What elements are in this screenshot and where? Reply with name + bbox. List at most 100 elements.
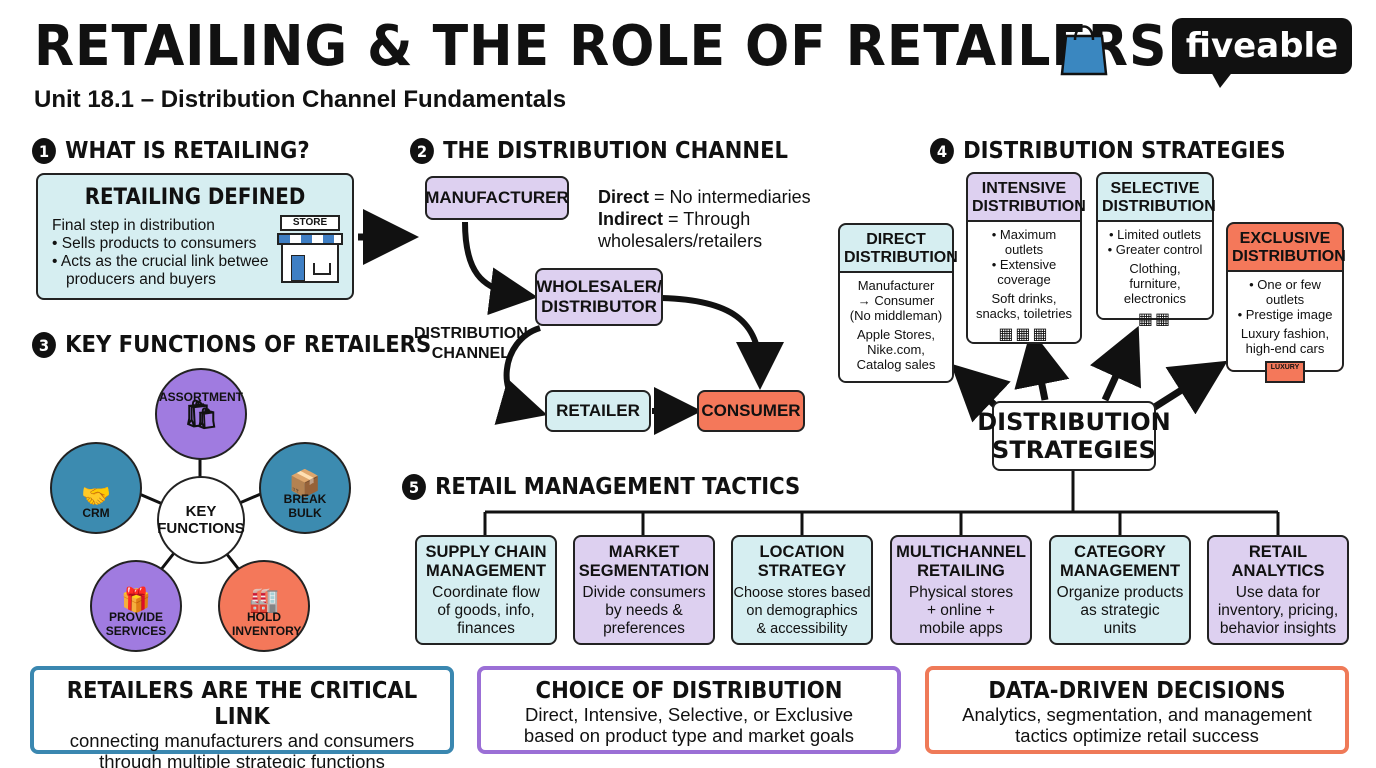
section-heading-text: WHAT IS RETAILING?: [65, 138, 310, 164]
boxes-icon: 📦: [288, 468, 322, 498]
section-heading-text: RETAIL MANAGEMENT TACTICS: [435, 474, 801, 500]
footer-text: Direct, Intensive, Selective, or Exclusi…: [525, 704, 853, 725]
strategy-body: • Maximum outlets • Extensive coverage S…: [968, 220, 1080, 343]
footer-text: based on product type and market goals: [523, 725, 855, 746]
retailing-defined-text: Final step in distribution • Sells produ…: [52, 217, 269, 289]
shopping-bag-icon: 🛍: [183, 399, 219, 430]
section-number: 2: [410, 138, 434, 164]
function-label: HOLD INVENTORY: [232, 610, 302, 638]
footer-text: connecting manufacturers and consumers: [69, 730, 415, 751]
retailer-node: RETAILER: [545, 390, 651, 432]
function-break-bulk: 📦 BREAK BULK: [259, 442, 351, 534]
center-label: FUNCTIONS: [157, 520, 245, 537]
page-subtitle: Unit 18.1 – Distribution Channel Fundame…: [34, 86, 567, 113]
wholesaler-node: WHOLESALER/ DISTRIBUTOR: [535, 268, 663, 326]
footer-title: CHOICE OF DISTRIBUTION: [535, 678, 843, 704]
function-label: PROVIDE SERVICES: [105, 610, 167, 638]
section-number: 3: [32, 332, 56, 358]
footer-critical-link: RETAILERS ARE THE CRITICAL LINK connecti…: [30, 666, 454, 768]
definition-line: • Sells products to consumers: [52, 235, 257, 252]
function-assortment: ASSORTMENT 🛍: [155, 368, 247, 460]
luxury-store-icon: LUXURY: [1265, 361, 1305, 383]
logo-speech-tail: [1210, 70, 1234, 88]
retailing-defined-box: RETAILING DEFINED Final step in distribu…: [36, 173, 354, 300]
consumer-node: CONSUMER: [697, 390, 805, 432]
tactics-tree: [483, 470, 1280, 535]
distribution-strategies-hub: DISTRIBUTION STRATEGIES: [977, 401, 1171, 471]
store-awning: [277, 233, 343, 245]
key-functions-center: KEY FUNCTIONS: [157, 476, 245, 564]
gift-icon: 🎁: [121, 587, 151, 614]
store-sign: STORE: [280, 215, 340, 231]
function-label: CRM: [82, 506, 110, 520]
indirect-definition-cont: wholesalers/retailers: [598, 231, 763, 251]
direct-definition: Direct = No intermediaries: [598, 187, 811, 207]
section-heading-text: THE DISTRIBUTION CHANNEL: [443, 138, 789, 164]
store-front: [281, 245, 339, 283]
definition-line: • Acts as the crucial link betwee: [52, 253, 269, 270]
section-4-heading: 4 DISTRIBUTION STRATEGIES: [930, 138, 1286, 164]
function-label: ASSORTMENT: [159, 390, 243, 404]
arrow-wholesaler-to-retailer: [494, 325, 548, 425]
footer-title: RETAILERS ARE THE CRITICAL LINK: [66, 678, 418, 730]
hub-label: STRATEGIES: [992, 436, 1156, 464]
section-heading-text: DISTRIBUTION STRATEGIES: [963, 138, 1286, 164]
shopping-bag-icon: [1060, 25, 1108, 76]
fiveable-logo: fiveable: [1172, 18, 1352, 74]
section-1-heading: 1 WHAT IS RETAILING?: [32, 138, 310, 164]
stores-icon: ▦▦: [1137, 311, 1173, 328]
arrow-manufacturer-to-wholesaler: [462, 221, 538, 316]
footer-text: tactics optimize retail success: [1015, 725, 1259, 746]
strategy-body: • One or few outlets • Prestige image Lu…: [1228, 270, 1342, 383]
direct-indirect-note: Direct = No intermediaries Indirect = Th…: [598, 186, 811, 252]
store-icon: STORE: [274, 215, 346, 295]
distribution-channel-label: DISTRIBUTION CHANNEL: [414, 324, 528, 364]
wholesaler-label: WHOLESALER/: [536, 277, 662, 296]
strategy-body: • Limited outlets • Greater control Clot…: [1098, 220, 1212, 328]
stores-icon: ▦▦▦: [998, 326, 1050, 343]
function-crm: 🤝 CRM: [50, 442, 142, 534]
section-number: 1: [32, 138, 56, 164]
store-door: [291, 255, 305, 281]
section-number: 5: [402, 474, 426, 500]
indirect-definition: Indirect = Through: [598, 209, 751, 229]
function-provide-services: 🎁 PROVIDE SERVICES: [90, 560, 182, 652]
section-number: 4: [930, 138, 954, 164]
footer-text: Analytics, segmentation, and management: [962, 704, 1312, 725]
retailing-defined-title: RETAILING DEFINED: [84, 185, 306, 210]
cart-icon: [313, 263, 331, 275]
warehouse-icon: 🏭: [249, 587, 279, 614]
hub-label: DISTRIBUTION: [977, 408, 1171, 436]
wholesaler-label: DISTRIBUTOR: [541, 297, 657, 316]
handshake-heart-icon: 🤝: [81, 483, 111, 510]
function-hold-inventory: 🏭 HOLD INVENTORY: [218, 560, 310, 652]
section-2-heading: 2 THE DISTRIBUTION CHANNEL: [410, 138, 788, 164]
page-title: RETAILING & THE ROLE OF RETAILERS: [34, 14, 1168, 79]
section-heading-text: KEY FUNCTIONS OF RETAILERS: [65, 332, 432, 358]
function-label: BREAK BULK: [283, 492, 327, 520]
manufacturer-node: MANUFACTURER: [425, 176, 569, 220]
arrow-wholesaler-to-consumer: [661, 295, 784, 390]
channel-label-line: CHANNEL: [431, 345, 510, 362]
arrow-hub-to-exclusive: [1148, 360, 1228, 415]
tactic-body: Physical stores+ online +mobile apps: [908, 584, 1014, 637]
